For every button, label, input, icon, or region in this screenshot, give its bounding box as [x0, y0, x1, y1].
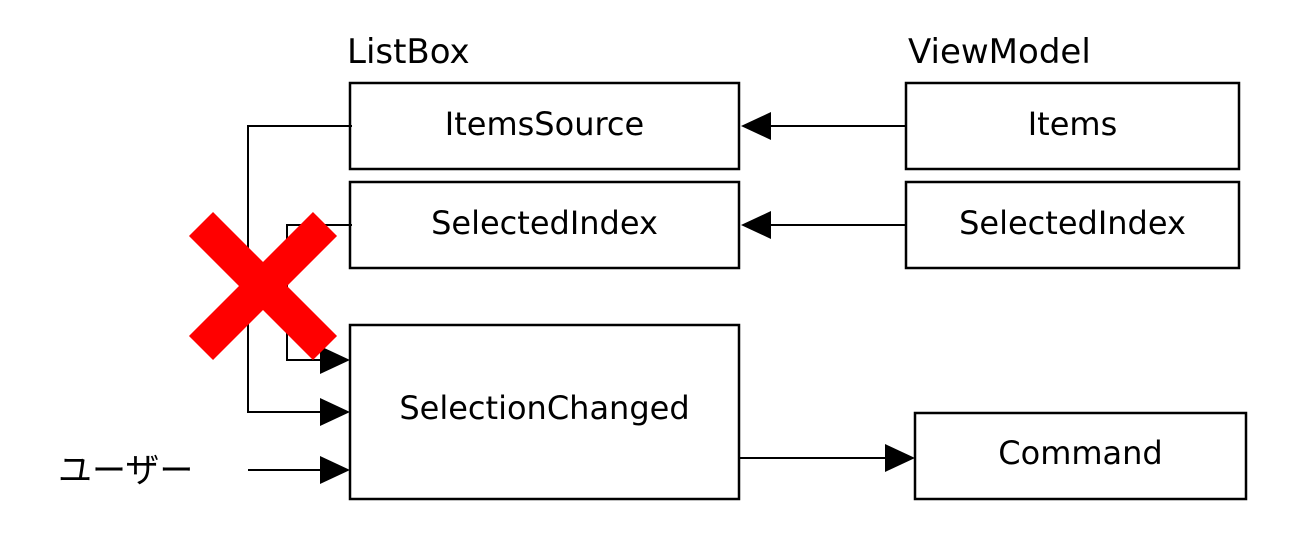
itemssource-box: ItemsSource: [348, 81, 741, 171]
viewmodel-selectedindex-box: SelectedIndex: [904, 180, 1241, 270]
blocked-cross-icon: [188, 211, 338, 361]
user-to-selectionchanged-arrow: [248, 456, 350, 484]
items-label: Items: [1028, 105, 1118, 143]
user-label: ユーザー: [58, 451, 193, 491]
viewmodel-title: ViewModel: [908, 32, 1091, 72]
command-box: Command: [913, 411, 1248, 501]
itemssource-label: ItemsSource: [445, 105, 644, 143]
listbox-selectedindex-label: SelectedIndex: [431, 204, 658, 242]
selectionchanged-to-command-arrow: [739, 444, 915, 472]
items-to-itemssource-arrow: [741, 112, 906, 140]
items-box: Items: [904, 81, 1241, 171]
listbox-title: ListBox: [347, 32, 470, 72]
selectionchanged-label: SelectionChanged: [399, 389, 689, 427]
selectionchanged-box: SelectionChanged: [348, 323, 741, 501]
listbox-selectedindex-box: SelectedIndex: [348, 180, 741, 270]
viewmodel-selectedindex-label: SelectedIndex: [959, 204, 1186, 242]
selectedindex-to-selectedindex-arrow: [741, 211, 906, 239]
command-label: Command: [998, 434, 1162, 472]
